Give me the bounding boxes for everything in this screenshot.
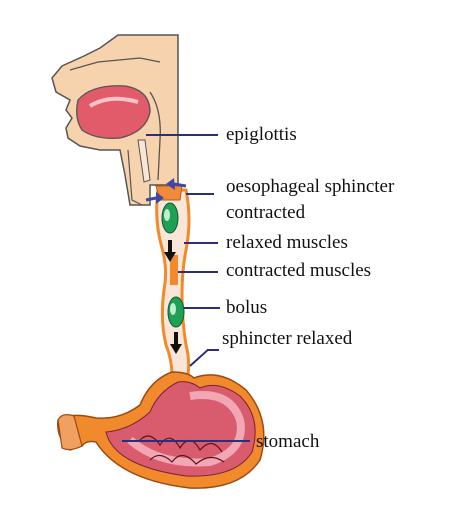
bolus-upper — [161, 202, 179, 234]
label-contracted: contracted — [226, 202, 306, 223]
head-silhouette — [51, 34, 179, 206]
down-arrow-icon — [164, 252, 176, 262]
label-stomach: stomach — [256, 431, 320, 452]
leader-bolus — [184, 307, 220, 309]
stomach-shape — [57, 371, 265, 489]
leader-contracted-muscles — [178, 271, 218, 273]
leader-stomach — [122, 440, 250, 442]
epiglottis-shape — [137, 139, 151, 183]
leader-sphincter — [186, 193, 214, 195]
leader-relaxed-muscles — [184, 242, 218, 244]
label-sphincter-relaxed: sphincter relaxed — [222, 328, 353, 349]
label-bolus: bolus — [226, 297, 268, 318]
leader-epiglottis — [146, 134, 218, 136]
pointer-arrow-icon — [156, 192, 164, 204]
label-relaxed-muscles: relaxed muscles — [226, 232, 348, 253]
bolus-lower — [167, 296, 185, 328]
oesophagus — [145, 178, 191, 377]
leader-sphincter-relaxed-h — [207, 349, 219, 351]
label-oesophageal-sphincter: oesophageal sphincter — [226, 176, 395, 197]
label-epiglottis: epiglottis — [226, 124, 297, 145]
pointer-arrow-icon — [166, 178, 175, 190]
mouth-cavity — [76, 85, 151, 139]
label-contracted-muscles: contracted muscles — [226, 260, 372, 281]
down-arrow-icon — [170, 344, 182, 354]
